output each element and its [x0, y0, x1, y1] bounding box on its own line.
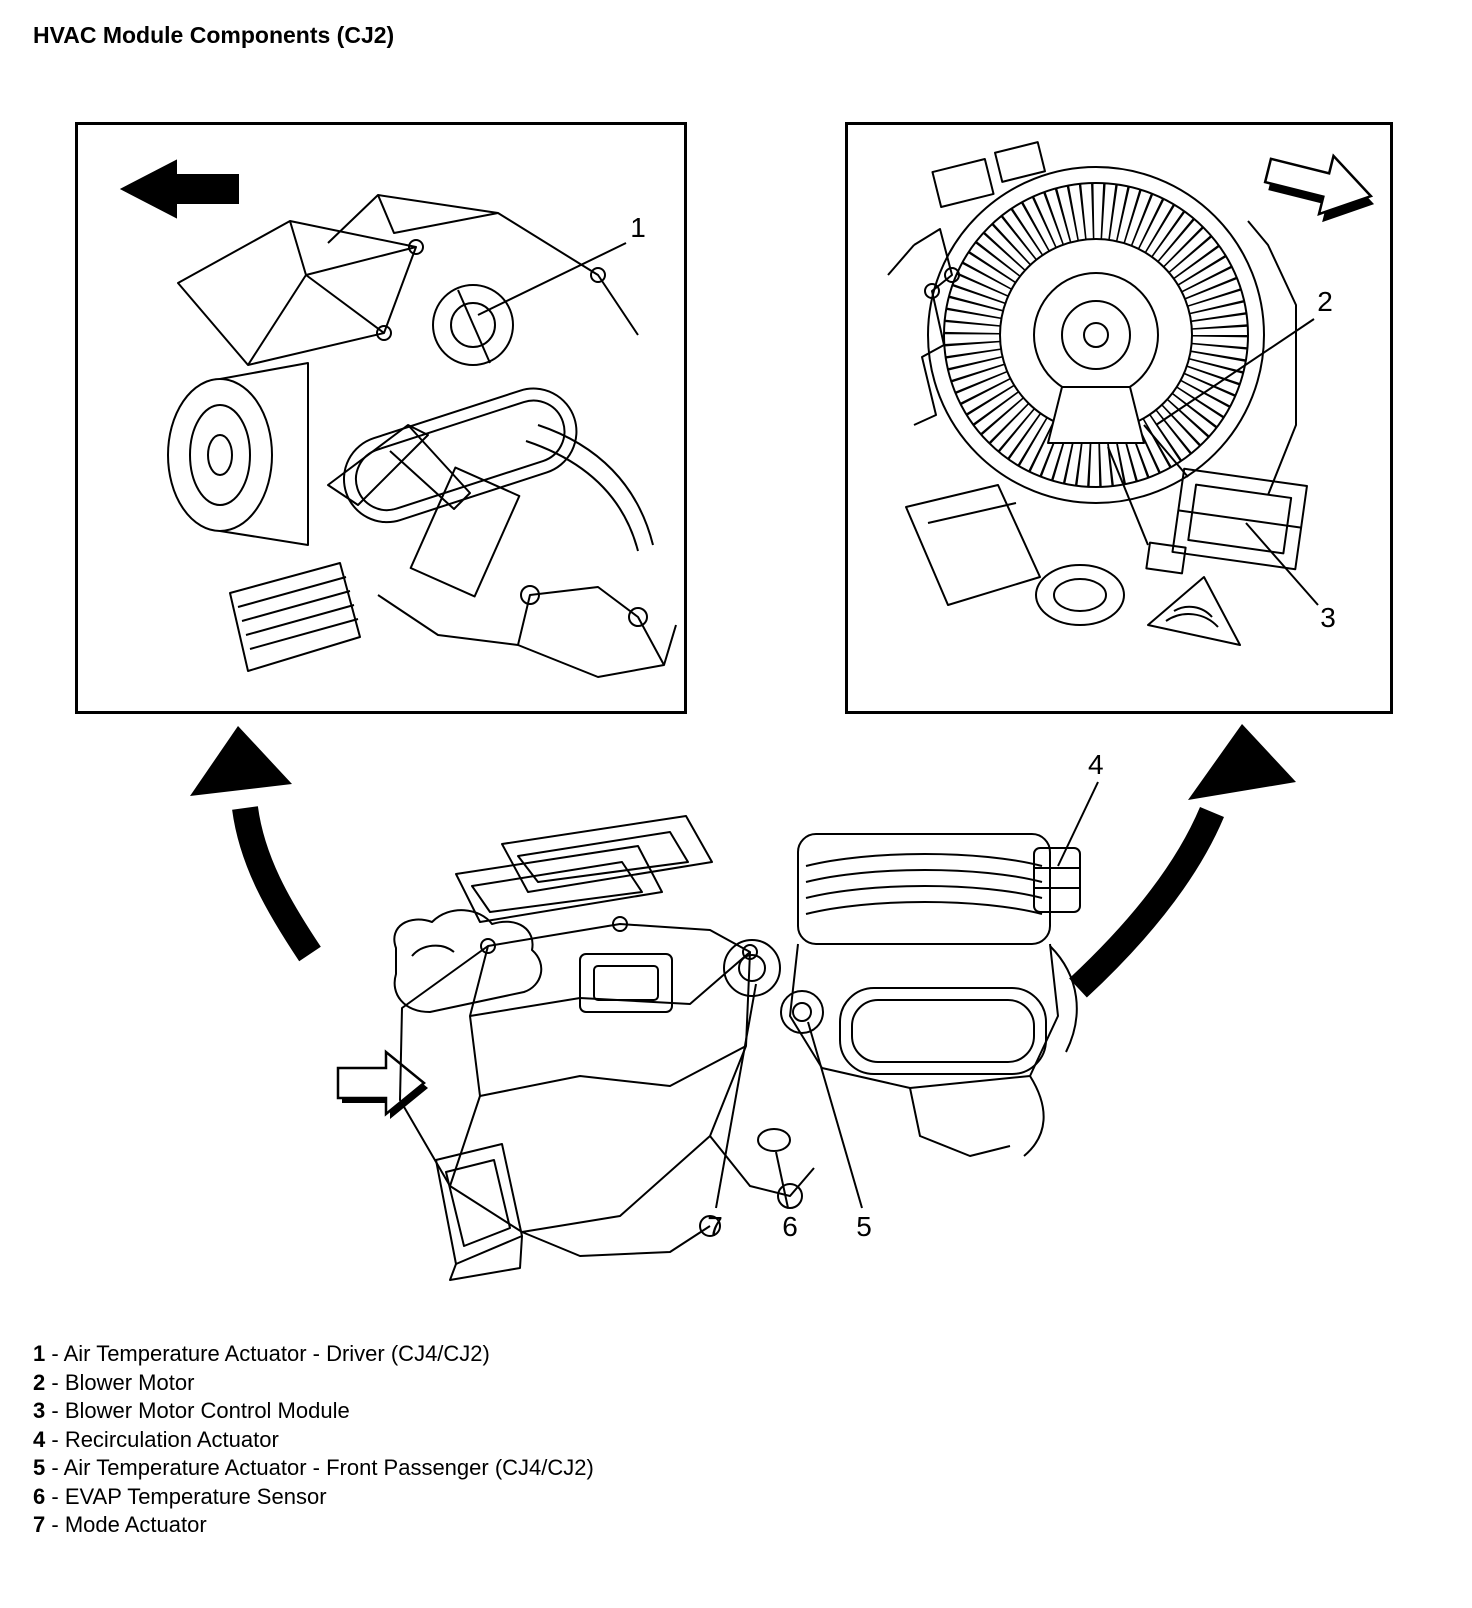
callout-2-label: 2 [1317, 286, 1333, 317]
hvac-assembly-drawing: 4 7 6 5 [190, 724, 1296, 1281]
legend-item: 1 - Air Temperature Actuator - Driver (C… [33, 1340, 594, 1369]
legend-item-number: 2 [33, 1369, 46, 1395]
legend-item-label: Air Temperature Actuator - Front Passeng… [63, 1455, 594, 1480]
driver-side-detail-drawing: 1 [119, 159, 677, 678]
callout-2-leader [1155, 318, 1315, 426]
callout-7-label: 7 [707, 1211, 723, 1242]
arrow-left-icon [119, 159, 239, 219]
callout-6-label: 6 [782, 1211, 798, 1242]
legend-item-label: Air Temperature Actuator - Driver (CJ4/C… [63, 1341, 490, 1366]
legend-item-separator: - [45, 1426, 65, 1452]
callout-5-leader [807, 1021, 863, 1209]
legend-item-separator: - [45, 1455, 64, 1480]
legend-item-number: 1 [33, 1341, 46, 1366]
legend-item-number: 6 [33, 1483, 46, 1509]
legend-item: 7 - Mode Actuator [33, 1511, 594, 1540]
callout-4-leader [1057, 781, 1099, 867]
legend-item-number: 3 [33, 1398, 46, 1423]
legend-item: 3 - Blower Motor Control Module [33, 1397, 594, 1426]
callout-7-leader [715, 983, 757, 1209]
curved-arrow-right-icon [1069, 724, 1296, 998]
blower-fan-fins [944, 183, 1248, 487]
blower-detail-drawing: 2 3 [887, 141, 1375, 646]
legend-item: 6 - EVAP Temperature Sensor [33, 1483, 594, 1512]
curved-arrow-left-icon [190, 726, 321, 962]
legend-item-number: 4 [33, 1426, 46, 1452]
inlet-arrow-icon [336, 1049, 428, 1119]
blower-line-art [887, 141, 1308, 646]
callout-5-label: 5 [856, 1211, 872, 1242]
callout-4-label: 4 [1088, 749, 1104, 780]
callout-1-leader [477, 242, 627, 316]
legend-item-label: Blower Motor Control Module [64, 1398, 350, 1423]
legend-item-number: 7 [33, 1512, 46, 1537]
legend-item-label: EVAP Temperature Sensor [64, 1483, 327, 1509]
legend-item: 2 - Blower Motor [33, 1369, 594, 1398]
arrow-right-icon [1263, 153, 1375, 223]
callout-6-leader [775, 1151, 789, 1209]
legend-item-separator: - [45, 1398, 65, 1423]
legend-item-separator: - [45, 1483, 65, 1509]
detail-view-left: 1 [75, 122, 687, 714]
callout-1-label: 1 [630, 212, 646, 243]
page-title: HVAC Module Components (CJ2) [33, 22, 395, 48]
legend-item: 5 - Air Temperature Actuator - Front Pas… [33, 1454, 594, 1483]
legend-item-label: Recirculation Actuator [64, 1426, 279, 1452]
hvac-case-line-art [167, 194, 677, 678]
legend-item-separator: - [45, 1341, 64, 1366]
legend: 1 - Air Temperature Actuator - Driver (C… [33, 1340, 594, 1540]
callout-3-label: 3 [1320, 602, 1336, 633]
legend-item-label: Blower Motor [64, 1369, 195, 1395]
legend-item-separator: - [45, 1369, 65, 1395]
legend-item: 4 - Recirculation Actuator [33, 1426, 594, 1455]
legend-item-label: Mode Actuator [64, 1512, 207, 1537]
legend-item-number: 5 [33, 1455, 46, 1480]
callout-3-leader [1245, 522, 1319, 606]
detail-view-right: 2 3 [845, 122, 1393, 714]
assembly-line-art [393, 815, 1081, 1281]
legend-item-separator: - [45, 1512, 65, 1537]
